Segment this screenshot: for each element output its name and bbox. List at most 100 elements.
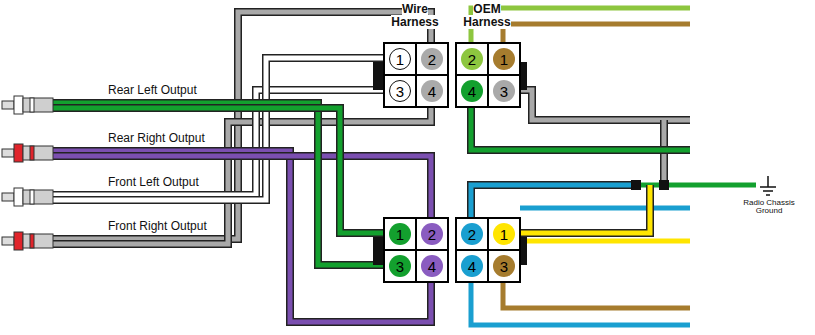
rca-plugs-part xyxy=(30,190,34,204)
connector-housing: 1234 xyxy=(383,217,449,283)
label-text: Rear Left Output xyxy=(108,83,197,97)
front-left-cable-part xyxy=(50,58,399,200)
pin-cell: 3 xyxy=(489,76,519,106)
pin-number: 2 xyxy=(421,223,443,245)
rear-left-cable-part xyxy=(50,108,399,233)
pin-cell: 1 xyxy=(385,44,415,74)
rear-left-cable-part xyxy=(50,108,399,233)
front-right-cable xyxy=(50,12,431,244)
rca-plugs-part xyxy=(2,149,14,157)
rca-plugs-part xyxy=(23,234,53,248)
output-label: Rear Left Output xyxy=(108,84,238,97)
pin-number: 1 xyxy=(389,223,411,245)
oem-wires-part xyxy=(503,185,650,233)
rca-plugs-part xyxy=(14,96,23,114)
rca-plugs-part xyxy=(2,237,14,245)
pin-number: 3 xyxy=(493,255,515,277)
rca-plugs-part xyxy=(14,188,23,206)
label-text: Front Right Output xyxy=(108,219,207,233)
front-right-cable-part xyxy=(50,90,431,244)
pin-cell: 1 xyxy=(385,219,415,249)
rca-plugs-part xyxy=(30,234,34,248)
rca-plugs-part xyxy=(23,190,53,204)
pin-number: 4 xyxy=(461,255,483,277)
rca-plugs-part xyxy=(23,146,53,160)
rear-right-cable-part xyxy=(50,156,431,233)
output-label: Rear Right Output xyxy=(108,132,238,145)
ground-symbol-part xyxy=(763,190,773,192)
pin-number: 4 xyxy=(421,80,443,102)
ground-symbol-part xyxy=(760,186,776,188)
pin-number: 4 xyxy=(421,255,443,277)
rear-left-cable-part xyxy=(50,103,399,265)
oem-wires xyxy=(471,8,756,325)
pin-cell: 2 xyxy=(417,44,447,74)
oem-wires-part xyxy=(520,206,690,211)
rear-left-cable xyxy=(50,103,399,265)
label-text: Rear Right Output xyxy=(108,131,205,145)
pin-number: 1 xyxy=(389,48,411,70)
label-text: OEM Harness xyxy=(463,2,510,29)
front-right-cable-part xyxy=(50,90,431,244)
output-label: Front Left Output xyxy=(108,176,238,189)
rca-plugs-part xyxy=(30,98,34,112)
oem-wires-part xyxy=(503,90,690,120)
ground-symbol-part xyxy=(767,176,769,187)
pin-cell: 4 xyxy=(457,76,487,106)
pin-cell: 3 xyxy=(385,251,415,281)
pin-number: 2 xyxy=(421,48,443,70)
connector-housing: 2143 xyxy=(455,42,521,108)
front-left-cable-part xyxy=(50,58,399,200)
connector-housing: 2143 xyxy=(455,217,521,283)
pin-cell: 3 xyxy=(385,76,415,106)
connector-housing: 1234 xyxy=(383,42,449,108)
rear-right-cable-part xyxy=(50,156,431,233)
oem-wires-part xyxy=(503,185,650,233)
rca-plugs-part xyxy=(2,101,14,109)
pin-cell: 1 xyxy=(489,44,519,74)
rca-plugs-part xyxy=(30,146,34,160)
pin-cell: 4 xyxy=(417,251,447,281)
pin-cell: 4 xyxy=(457,251,487,281)
oem-wires-part xyxy=(659,180,669,190)
pin-number: 2 xyxy=(461,48,483,70)
pin-number: 3 xyxy=(493,80,515,102)
pin-number: 1 xyxy=(493,223,515,245)
pin-cell: 2 xyxy=(457,219,487,249)
label-text: Radio Chassis Ground xyxy=(743,198,795,215)
oem-wires-part xyxy=(631,180,641,190)
connector-latches xyxy=(373,62,527,265)
rca-plugs-part xyxy=(2,193,14,201)
rca-plugs-part xyxy=(14,232,23,250)
pin-cell: 4 xyxy=(417,76,447,106)
pin-number: 4 xyxy=(461,80,483,102)
pin-number: 3 xyxy=(389,80,411,102)
pin-cell: 1 xyxy=(489,219,519,249)
connector-latches-part xyxy=(373,237,383,265)
pin-cell: 2 xyxy=(417,219,447,249)
rear-left-cable-part xyxy=(50,103,399,265)
oem-wires-part xyxy=(503,265,690,308)
pin-number: 3 xyxy=(389,255,411,277)
pin-number: 2 xyxy=(461,223,483,245)
oem-wires-part xyxy=(520,239,690,244)
harness-heading: OEM Harness xyxy=(455,3,519,28)
label-text: Wire Harness xyxy=(391,2,438,29)
ground-symbol xyxy=(760,176,776,195)
pin-cell: 2 xyxy=(457,44,487,74)
oem-wires-part xyxy=(503,90,690,120)
rca-plugs-part xyxy=(14,144,23,162)
ground-symbol-part xyxy=(766,194,770,196)
front-left-cable xyxy=(50,58,399,200)
oem-wires-part xyxy=(503,24,690,58)
harness-heading: Wire Harness xyxy=(383,3,447,28)
ground-label: Radio Chassis Ground xyxy=(733,199,805,216)
pin-number: 1 xyxy=(493,48,515,70)
connector-latches-part xyxy=(373,62,383,90)
output-label: Front Right Output xyxy=(108,220,238,233)
rca-plugs-part xyxy=(23,98,53,112)
rca-plugs xyxy=(2,96,53,250)
label-text: Front Left Output xyxy=(108,175,199,189)
pin-cell: 3 xyxy=(489,251,519,281)
